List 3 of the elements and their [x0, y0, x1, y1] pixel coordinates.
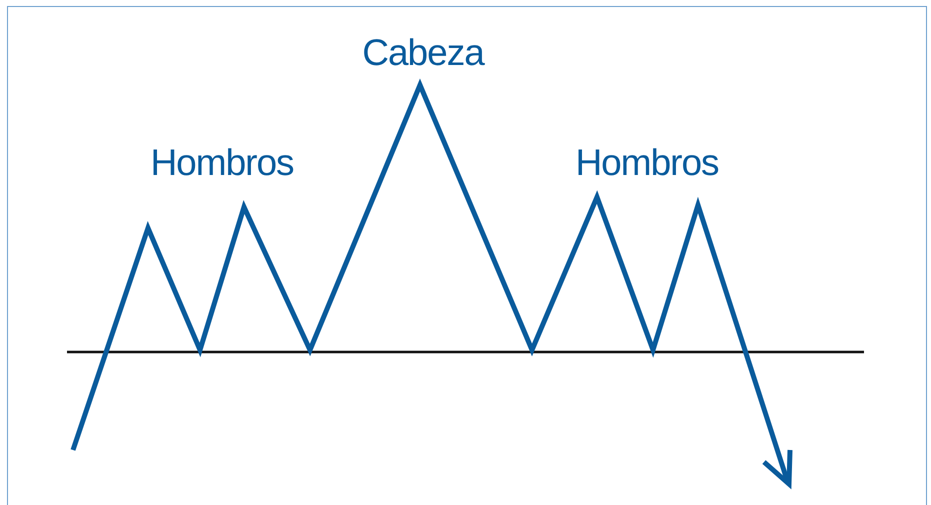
pattern-label: Cabeza [362, 33, 484, 73]
pattern-label: Hombros [575, 143, 719, 183]
pattern-label: Hombros [150, 143, 294, 183]
